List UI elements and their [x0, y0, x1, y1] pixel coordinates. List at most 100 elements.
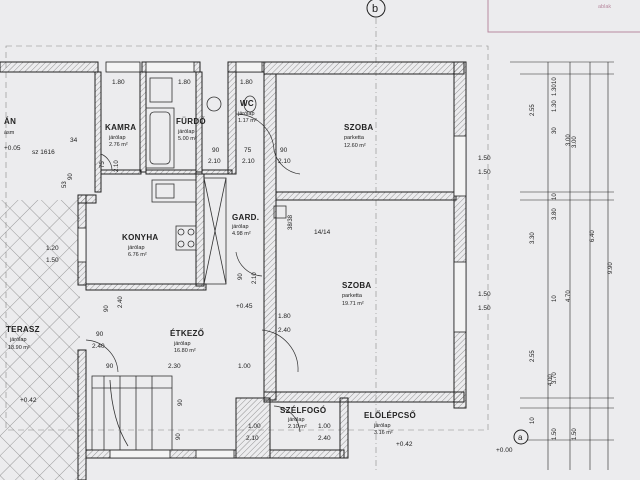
szoba1-door-w: 90 — [280, 147, 288, 154]
dim-col1-0: 2.55 — [530, 104, 536, 116]
szoba2-area: 19.71 m² — [342, 301, 364, 307]
dim-col1-3: 30 — [552, 127, 558, 134]
terasz-name: TERASZ — [6, 325, 40, 334]
terasz-area: 18.90 m² — [8, 345, 30, 351]
terasz-level: +0.42 — [20, 397, 37, 404]
eloleposo-area: 3.16 m² — [374, 430, 393, 436]
szoba2-floor: parketta — [342, 293, 363, 299]
axis-a-label: a — [518, 433, 523, 442]
dim-col2-1: 3.30 — [530, 232, 536, 244]
gard-area: 4.98 m² — [232, 231, 251, 237]
gard-name: GARD. — [232, 213, 259, 222]
room-labels: ÁN ásm +0.05 KAMRA járólap 2.76 m² FÜRDŐ… — [4, 99, 416, 448]
stamp-text: ablak — [598, 4, 611, 10]
furdo-door-w: 90 — [212, 147, 220, 154]
dimension-lines — [510, 61, 614, 470]
furdo-name: FÜRDŐ — [176, 117, 206, 126]
szelfogo-floor: járólap — [287, 417, 305, 423]
eloleposo-level: +0.42 — [396, 441, 413, 448]
nappali-name: ÁN — [4, 117, 16, 126]
dim-col3-0: 3.00 — [572, 136, 578, 148]
terasz-floor: járólap — [9, 337, 27, 343]
stair-90b: 90 — [178, 399, 184, 406]
dim-col1-7: 10 — [552, 295, 558, 302]
szoba1-name: SZOBA — [344, 123, 374, 132]
nappali-floor: ásm — [4, 130, 15, 136]
dim-col2-4: 1.50 — [572, 428, 578, 440]
szelfogo-door2-w: 1.00 — [318, 423, 331, 430]
terasz-door-w: 90 — [96, 331, 104, 338]
konyha-win-h: 1.50 — [46, 257, 59, 264]
wc-window-label: 1.80 — [240, 79, 253, 86]
szoba1-door-h: 2.10 — [278, 158, 291, 165]
stair-90c: 90 — [176, 433, 182, 440]
dim-col4-0: 9.90 — [608, 262, 614, 274]
konyha-area: 6.76 m² — [128, 252, 147, 258]
dim-col1-2: 1.30 — [552, 100, 558, 112]
axis-b-label: b — [372, 3, 378, 15]
gard-door-w: 90 — [238, 273, 244, 280]
szoba2-door-h: 2.40 — [278, 327, 291, 334]
szoba1-win-h: 1.50 — [478, 169, 491, 176]
szelfogo-door-h: 2.10 — [246, 435, 259, 442]
szoba2-name: SZOBA — [342, 281, 372, 290]
wc-area: 1.17 m² — [238, 118, 257, 124]
dim-col2-2: 2.55 — [530, 350, 536, 362]
gard-door-h: 2.10 — [252, 272, 258, 284]
kamra-name: KAMRA — [105, 123, 136, 132]
dim-col1-1: 10 — [552, 77, 558, 84]
szoba2-win-h: 1.50 — [478, 305, 491, 312]
eloleposo-name: ELŐLÉPCSŐ — [364, 411, 416, 420]
axis-b-marker: b — [366, 0, 386, 470]
furdo-area: 5.00 m² — [178, 136, 197, 142]
etkezo-floor: járólap — [173, 341, 191, 347]
dim-col3-1: 6.40 — [590, 230, 596, 242]
dim-col1-6: 3.80 — [552, 208, 558, 220]
wc-name: WC — [240, 99, 254, 108]
furdo-window-label: 1.80 — [178, 79, 191, 86]
szoba1-win-w: 1.50 — [478, 155, 491, 162]
windows — [77, 61, 467, 459]
kamra-floor: járólap — [108, 135, 126, 141]
dim-col1-8: 4.70 — [566, 290, 572, 302]
staircase — [91, 375, 173, 451]
dim-col2-3: 4.00 — [548, 374, 554, 386]
wc-door-h: 2.10 — [242, 158, 255, 165]
szoba1-floor: parketta — [344, 135, 365, 141]
kamra-door-h: 2.10 — [114, 160, 120, 172]
etkezo-name: ÉTKEZŐ — [170, 329, 204, 338]
fixtures — [145, 77, 287, 285]
nappali-sill-label: sz 1616 — [32, 149, 55, 156]
kamra-door-w: 75 — [100, 161, 106, 168]
opening-labels: 1.80 1.80 1.80 sz 1616 34 53 75 2.10 90 … — [32, 79, 491, 442]
nappali-53-label: 53 — [62, 181, 68, 188]
furdo-door-h: 2.10 — [208, 158, 221, 165]
dim-col1-10: 10 — [530, 417, 536, 424]
wc-floor: járólap — [237, 111, 255, 117]
stair-90a: 90 — [106, 363, 114, 370]
dim-col1-5: 10 — [552, 193, 558, 200]
dim-col1-4: 3.00 — [566, 134, 572, 146]
szelfogo-name: SZÉLFOGÓ — [280, 406, 326, 415]
dim-col1-11: 1.50 — [552, 428, 558, 440]
konyha-floor: járólap — [127, 245, 145, 251]
kamra-window-label: 1.80 — [112, 79, 125, 86]
dimension-texts: 2.55 10 1.30 30 3.00 10 3.80 10 4.70 3.7… — [530, 77, 614, 440]
szelfogo-area: 2.10 m² — [288, 424, 307, 430]
szoba2-door-w: 1.80 — [278, 313, 291, 320]
terasz-door-h: 2.40 — [92, 343, 105, 350]
nappali-level: +0.05 — [4, 145, 21, 152]
szoba1-area: 12.60 m² — [344, 143, 366, 149]
wc-door-w: 75 — [244, 147, 252, 154]
gard-floor: járólap — [231, 224, 249, 230]
szoba2-win-w: 1.50 — [478, 291, 491, 298]
szelfogo-door2-h: 2.40 — [318, 435, 331, 442]
door-swings — [85, 113, 301, 433]
eloleposo-floor: járólap — [373, 423, 391, 429]
stamp: ablak — [487, 0, 640, 33]
szelfogo-door-w: 1.00 — [248, 423, 261, 430]
furdo-floor: járólap — [177, 129, 195, 135]
entrance-level: +0.00 — [496, 447, 513, 454]
nappali-34-label: 34 — [70, 137, 78, 144]
